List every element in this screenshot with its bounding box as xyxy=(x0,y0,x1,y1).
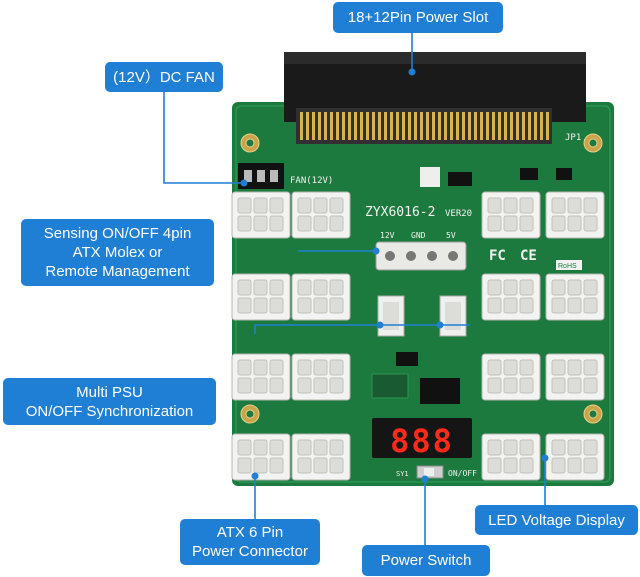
atx-6pin-connector xyxy=(481,273,541,321)
atx-6pin-connector xyxy=(545,433,605,481)
callout-lines xyxy=(163,33,546,545)
sy1-silkscreen: SY1 xyxy=(396,470,409,478)
callout-sensing: Sensing ON/OFF 4pin ATX Molex or Remote … xyxy=(21,219,214,286)
callout-atx6: ATX 6 Pin Power Connector xyxy=(180,519,320,565)
callout-dc-fan: (12V）DC FAN xyxy=(105,62,223,92)
atx-6pin-connector xyxy=(231,433,291,481)
callout-atx6-line1: ATX 6 Pin xyxy=(216,524,284,541)
fc-mark: FC xyxy=(489,248,506,264)
molex-5v-label: 5V xyxy=(446,231,456,240)
callout-power-slot: 18+12Pin Power Slot xyxy=(333,2,503,33)
jp1-silkscreen: JP1 xyxy=(565,133,581,143)
callout-atx6-line2: Power Connector xyxy=(192,543,308,560)
atx-6pin-connector xyxy=(481,191,541,239)
callout-sensing-line1: Sensing ON/OFF 4pin xyxy=(43,225,192,242)
callout-multi-psu-line2: ON/OFF Synchronization xyxy=(25,402,194,420)
atx-6pin-connector xyxy=(291,433,351,481)
atx-6pin-connector xyxy=(481,353,541,401)
callout-sensing-line2: ATX Molex or xyxy=(72,244,163,261)
callout-led-display-text: LED Voltage Display xyxy=(488,511,625,529)
atx-6pin-connector xyxy=(545,191,605,239)
atx-6pin-connector xyxy=(291,273,351,321)
led-digits: 888 xyxy=(390,422,454,460)
callout-dc-fan-text: (12V）DC FAN xyxy=(113,68,215,86)
power-switch[interactable] xyxy=(416,465,444,479)
rohs-mark: RoHS xyxy=(558,263,577,270)
atx-6pin-connector xyxy=(231,273,291,321)
callout-led-display: LED Voltage Display xyxy=(475,505,638,535)
ce-mark: CE xyxy=(520,248,537,264)
power-slot-connector xyxy=(284,52,586,144)
mounting-holes xyxy=(240,133,603,424)
sync-header-right xyxy=(439,295,467,337)
callout-power-switch: Power Switch xyxy=(362,545,490,576)
atx-6pin-connector xyxy=(291,191,351,239)
molex-gnd-label: GND xyxy=(411,231,426,240)
atx-6pin-connectors xyxy=(231,191,605,481)
led-voltage-display xyxy=(372,418,472,458)
callout-multi-psu: Multi PSU ON/OFF Synchronization xyxy=(3,378,216,425)
callout-dots xyxy=(240,68,549,483)
molex-connector xyxy=(375,241,467,271)
model-silkscreen: ZYX6016-2 xyxy=(365,205,435,220)
atx-6pin-connector xyxy=(545,353,605,401)
display-driver-ic xyxy=(420,378,460,404)
callout-power-switch-text: Power Switch xyxy=(380,552,472,569)
atx-6pin-connector xyxy=(481,433,541,481)
atx-6pin-connector xyxy=(291,353,351,401)
atx-6pin-connector xyxy=(231,191,291,239)
atx-6pin-connector xyxy=(545,273,605,321)
callout-multi-psu-line1: Multi PSU xyxy=(76,383,143,401)
callout-sensing-line3: Remote Management xyxy=(45,263,190,280)
led-indicator xyxy=(420,167,440,187)
callout-power-slot-text: 18+12Pin Power Slot xyxy=(347,9,489,26)
version-silkscreen: VER20 xyxy=(445,209,472,219)
atx-6pin-connector xyxy=(231,353,291,401)
on-off-silkscreen: ON/OFF xyxy=(448,469,477,478)
molex-12v-label: 12V xyxy=(380,231,395,240)
fan-silkscreen: FAN(12V) xyxy=(290,176,333,186)
ic-chip xyxy=(448,172,472,186)
sync-header-left xyxy=(377,295,405,337)
